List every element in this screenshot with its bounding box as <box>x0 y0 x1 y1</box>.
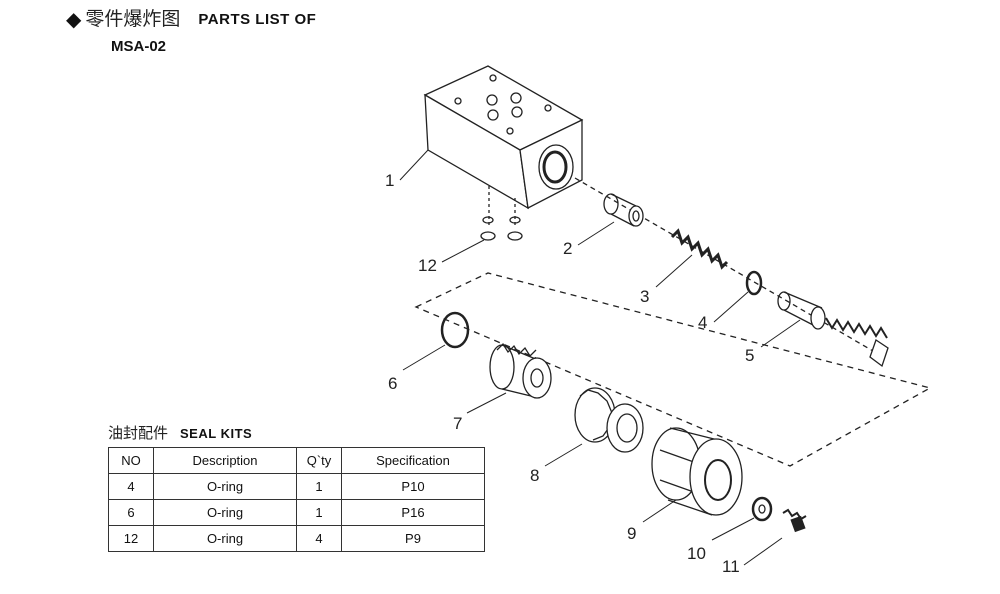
col-header-description: Description <box>153 447 297 474</box>
model-number: MSA-02 <box>111 38 167 55</box>
cell-specification: P9 <box>341 525 485 552</box>
cell-description: O-ring <box>153 499 297 526</box>
table-row: 6 O-ring 1 P16 <box>108 499 485 526</box>
col-header-qty: Q`ty <box>296 447 342 474</box>
table-row: 12 O-ring 4 P9 <box>108 525 485 552</box>
seal-kits-table: NO Description Q`ty Specification 4 O-ri… <box>108 447 485 552</box>
callout-2: 2 <box>563 239 572 258</box>
callout-7: 7 <box>453 414 462 433</box>
lock-nut-part <box>651 427 743 516</box>
adapter-part <box>574 387 644 453</box>
callout-3: 3 <box>640 287 649 306</box>
cell-no: 12 <box>108 525 154 552</box>
title-english: PARTS LIST OF <box>198 10 317 28</box>
cell-qty: 1 <box>296 473 342 500</box>
table-row: 4 O-ring 1 P10 <box>108 473 485 500</box>
header: ◆ 零件爆炸图 PARTS LIST OF MSA-02 <box>66 6 317 55</box>
callout-8: 8 <box>530 466 539 485</box>
cell-description: O-ring <box>153 473 297 500</box>
callout-1: 1 <box>385 171 394 190</box>
oring-part-6 <box>440 311 470 349</box>
screw-part <box>782 508 807 533</box>
callout-4: 4 <box>698 313 707 332</box>
callout-12: 12 <box>418 256 437 275</box>
callout-6: 6 <box>388 374 397 393</box>
valve-body-part <box>423 65 584 210</box>
cell-qty: 1 <box>296 499 342 526</box>
callout-10: 10 <box>687 544 706 563</box>
cell-no: 6 <box>108 499 154 526</box>
poppet-part <box>603 193 644 227</box>
callout-11: 11 <box>722 557 740 576</box>
washer-part <box>751 496 773 522</box>
seal-kits-title-english: SEAL KITS <box>180 426 253 441</box>
bottom-oring-parts <box>480 186 523 241</box>
cell-qty: 4 <box>296 525 342 552</box>
cell-description: O-ring <box>153 525 297 552</box>
title-chinese: 零件爆炸图 <box>85 8 181 30</box>
plug-part <box>489 342 552 399</box>
seal-kits-title-chinese: 油封配件 <box>108 424 169 442</box>
cell-specification: P10 <box>341 473 485 500</box>
cell-specification: P16 <box>341 499 485 526</box>
adjusting-screw-part <box>777 291 889 368</box>
col-header-specification: Specification <box>341 447 485 474</box>
oring-part-4 <box>745 270 763 296</box>
seal-kits-heading: 油封配件 SEAL KITS <box>108 422 252 443</box>
callout-9: 9 <box>627 524 636 543</box>
cell-no: 4 <box>108 473 154 500</box>
table-header-row: NO Description Q`ty Specification <box>108 447 485 474</box>
callout-5: 5 <box>745 346 754 365</box>
col-header-no: NO <box>108 447 154 474</box>
spring-part <box>670 228 729 270</box>
diamond-bullet-icon: ◆ <box>66 7 82 31</box>
